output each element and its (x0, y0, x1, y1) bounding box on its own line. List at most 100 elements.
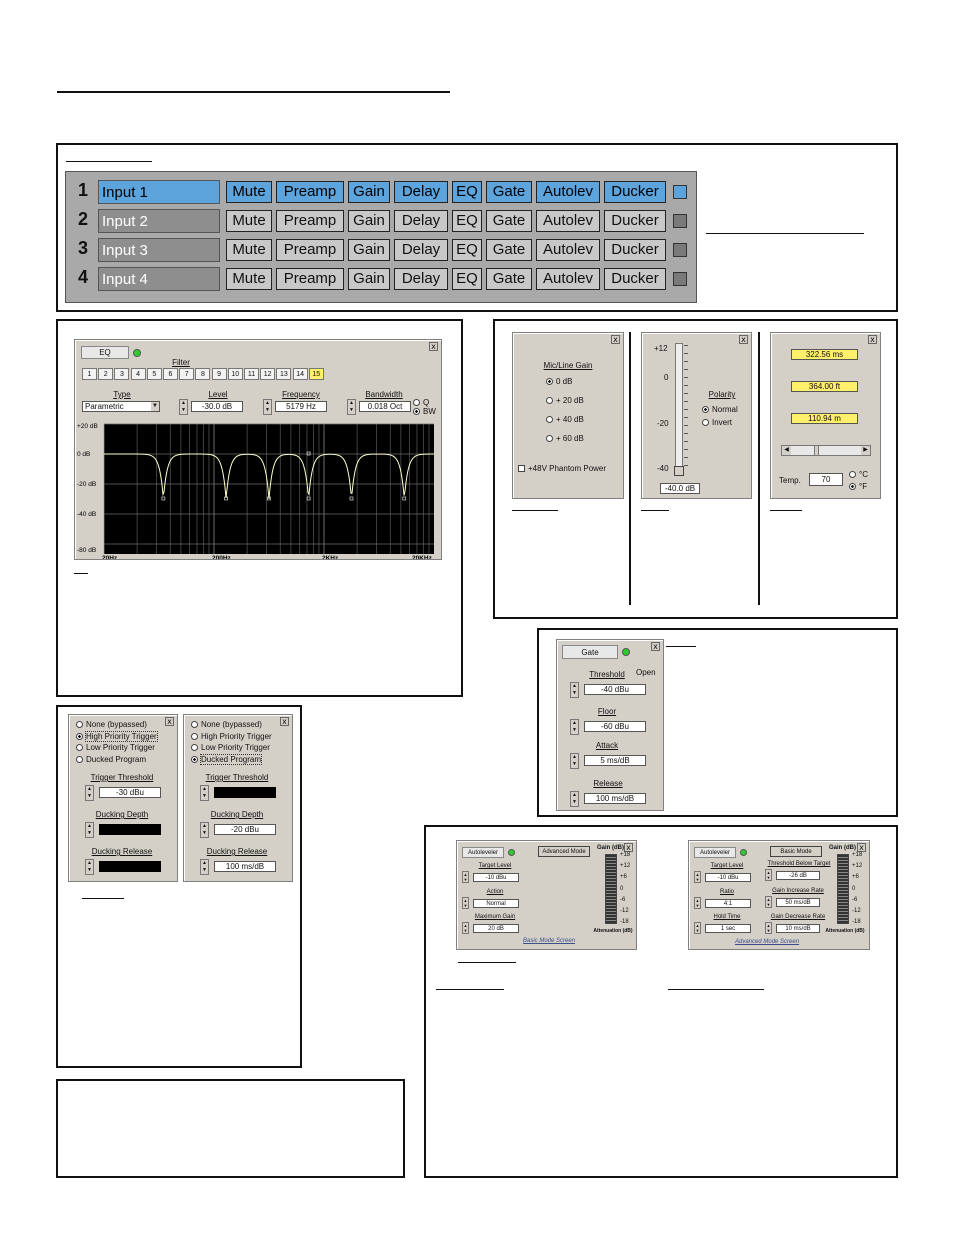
phantom-power-checkbox[interactable]: +48V Phantom Power (518, 464, 606, 473)
filter-tab-7[interactable]: 7 (179, 368, 195, 380)
strip-button-mute[interactable]: Mute (226, 181, 272, 203)
floor-field[interactable]: -60 dBu (584, 721, 646, 732)
close-icon[interactable]: x (624, 843, 633, 852)
filter-tab-8[interactable]: 8 (195, 368, 211, 380)
target-level-stepper[interactable]: ▲▼ (694, 871, 701, 883)
channel-select-box[interactable] (673, 243, 687, 257)
autolev-tab[interactable]: Autoleveler (694, 847, 736, 858)
close-icon[interactable]: x (429, 342, 438, 351)
hold-time-stepper[interactable]: ▲▼ (694, 922, 701, 934)
bw-radio[interactable]: BW (413, 407, 436, 416)
release-stepper[interactable]: ▲▼ (570, 791, 579, 807)
strip-button-gain[interactable]: Gain (348, 210, 390, 232)
threshold-stepper[interactable]: ▲▼ (570, 682, 579, 698)
ducking-depth-stepper[interactable]: ▲▼ (200, 822, 209, 838)
scroll-thumb[interactable] (814, 446, 819, 455)
close-icon[interactable]: x (868, 335, 877, 344)
strip-button-gate[interactable]: Gate (486, 239, 532, 261)
unit-f-radio[interactable]: °F (849, 482, 867, 491)
ducker-mode-radio[interactable]: None (bypassed) (191, 720, 262, 729)
strip-button-autolev[interactable]: Autolev (536, 268, 600, 290)
action-field[interactable]: Normal (473, 899, 519, 908)
frequency-stepper[interactable]: ▲▼ (263, 399, 272, 415)
strip-button-eq[interactable]: EQ (452, 181, 482, 203)
trigger-threshold-stepper[interactable]: ▲▼ (85, 785, 94, 801)
close-icon[interactable]: x (165, 717, 174, 726)
target-level-field[interactable]: -10 dBu (705, 873, 751, 882)
level-stepper[interactable]: ▲▼ (179, 399, 188, 415)
close-icon[interactable]: x (280, 717, 289, 726)
gir-field[interactable]: 50 ms/dB (776, 898, 820, 907)
release-field[interactable]: 100 ms/dB (584, 793, 646, 804)
strip-button-ducker[interactable]: Ducker (604, 210, 666, 232)
chevron-down-icon[interactable]: ▼ (151, 402, 159, 411)
filter-tab-15[interactable]: 15 (308, 368, 324, 380)
ducking-depth-field[interactable]: -20 dBu (214, 824, 276, 835)
ratio-stepper[interactable]: ▲▼ (694, 897, 701, 909)
trigger-threshold-stepper[interactable]: ▲▼ (200, 785, 209, 801)
strip-button-autolev[interactable]: Autolev (536, 239, 600, 261)
strip-button-mute[interactable]: Mute (226, 239, 272, 261)
filter-tab-1[interactable]: 1 (82, 368, 97, 380)
channel-select-box[interactable] (673, 185, 687, 199)
trigger-threshold-field[interactable]: -30 dBu (99, 787, 161, 798)
channel-select-box[interactable] (673, 272, 687, 286)
strip-button-gain[interactable]: Gain (348, 181, 390, 203)
chevron-left-icon[interactable]: ◀ (782, 446, 791, 455)
bandwidth-stepper[interactable]: ▲▼ (347, 399, 356, 415)
gate-tab[interactable]: Gate (562, 645, 618, 659)
filter-tab-12[interactable]: 12 (260, 368, 276, 380)
gdr-field[interactable]: 10 ms/dB (776, 924, 820, 933)
strip-button-autolev[interactable]: Autolev (536, 210, 600, 232)
ducking-release-stepper[interactable]: ▲▼ (85, 859, 94, 875)
filter-tab-3[interactable]: 3 (114, 368, 130, 380)
channel-name[interactable]: Input 1 (98, 180, 220, 204)
close-icon[interactable]: x (739, 335, 748, 344)
strip-button-gate[interactable]: Gate (486, 268, 532, 290)
ducking-depth-stepper[interactable]: ▲▼ (85, 822, 94, 838)
basic-mode-button[interactable]: Basic Mode (770, 846, 822, 857)
strip-button-gain[interactable]: Gain (348, 239, 390, 261)
action-stepper[interactable]: ▲▼ (462, 897, 469, 909)
chevron-right-icon[interactable]: ▶ (861, 446, 870, 455)
autolev-tab[interactable]: Autoleveler (462, 847, 504, 858)
ducking-release-field[interactable]: 100 ms/dB (214, 861, 276, 872)
strip-button-ducker[interactable]: Ducker (604, 239, 666, 261)
attack-field[interactable]: 5 ms/dB (584, 755, 646, 766)
strip-button-delay[interactable]: Delay (394, 268, 448, 290)
strip-button-delay[interactable]: Delay (394, 239, 448, 261)
frequency-field[interactable]: 5179 Hz (275, 401, 327, 412)
maximum-gain-field[interactable]: 20 dB (473, 924, 519, 933)
unit-c-radio[interactable]: °C (849, 470, 868, 479)
temp-field[interactable]: 70 (809, 473, 843, 486)
ducker-mode-radio[interactable]: High Priority Trigger (76, 730, 158, 742)
polarity-invert-radio[interactable]: Invert (702, 418, 732, 427)
strip-button-eq[interactable]: EQ (452, 210, 482, 232)
strip-button-preamp[interactable]: Preamp (276, 210, 344, 232)
strip-button-eq[interactable]: EQ (452, 239, 482, 261)
close-icon[interactable]: x (651, 642, 660, 651)
hold-time-field[interactable]: 1 sec (705, 924, 751, 933)
ducking-release-stepper[interactable]: ▲▼ (200, 859, 209, 875)
strip-button-mute[interactable]: Mute (226, 210, 272, 232)
strip-button-preamp[interactable]: Preamp (276, 268, 344, 290)
close-icon[interactable]: x (611, 335, 620, 344)
channel-name[interactable]: Input 3 (98, 238, 220, 262)
strip-button-gain[interactable]: Gain (348, 268, 390, 290)
q-radio[interactable]: Q (413, 398, 429, 407)
ducker-mode-radio[interactable]: None (bypassed) (76, 720, 147, 729)
strip-button-delay[interactable]: Delay (394, 210, 448, 232)
filter-tab-6[interactable]: 6 (163, 368, 178, 380)
filter-tab-4[interactable]: 4 (130, 368, 146, 380)
preamp-option-radio[interactable]: + 40 dB (546, 415, 584, 424)
filter-tab-13[interactable]: 13 (276, 368, 292, 380)
strip-button-mute[interactable]: Mute (226, 268, 272, 290)
strip-button-ducker[interactable]: Ducker (604, 268, 666, 290)
strip-button-delay[interactable]: Delay (394, 181, 448, 203)
channel-select-box[interactable] (673, 214, 687, 228)
strip-button-autolev[interactable]: Autolev (536, 181, 600, 203)
gain-fader-handle[interactable] (674, 466, 684, 476)
filter-tab-11[interactable]: 11 (244, 368, 259, 380)
filter-tab-9[interactable]: 9 (211, 368, 227, 380)
